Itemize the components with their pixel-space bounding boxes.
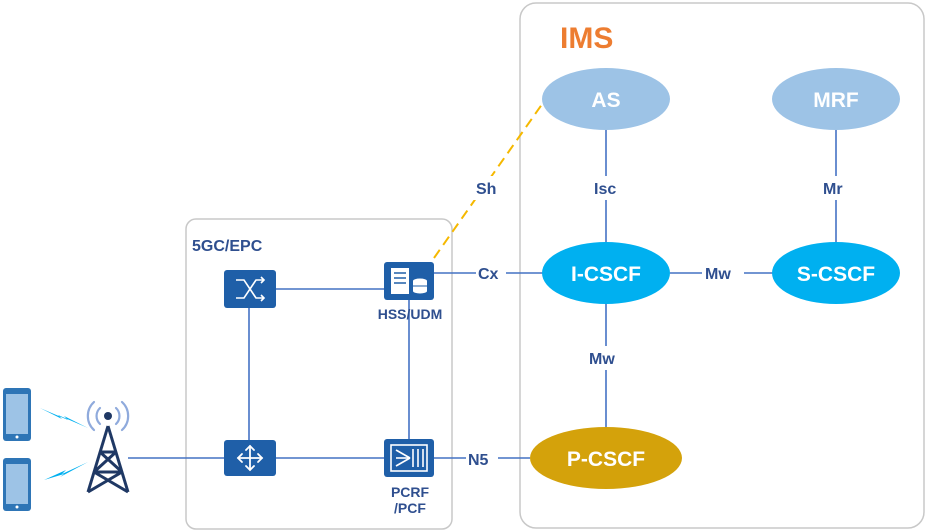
s-cscf-node-label: S-CSCF: [797, 263, 875, 286]
mw-horizontal-label: Mw: [705, 266, 731, 283]
pcrf-label-line2: /PCF: [394, 500, 426, 516]
isc-label: Isc: [594, 181, 616, 198]
phone-icon-bottom: [3, 458, 31, 511]
signal-bolt-icon-top: [40, 408, 88, 428]
gateway-icon: [224, 440, 276, 476]
s-cscf-node: [772, 242, 900, 304]
hss-udm-label: HSS/UDM: [378, 306, 443, 322]
pcrf-label-line1: PCRF: [391, 484, 430, 500]
mme-amf-icon: [224, 270, 276, 308]
mr-label: Mr: [823, 181, 843, 198]
core-container: [185, 218, 453, 530]
as-node-label: AS: [591, 89, 620, 112]
ims-container: [519, 2, 925, 529]
mrf-node-label: MRF: [813, 89, 859, 112]
pcrf-pcf-icon: [384, 439, 434, 477]
mw-vertical-label: Mw: [589, 351, 615, 368]
radio-tower-icon: [86, 412, 130, 494]
p-cscf-node-label: P-CSCF: [567, 448, 645, 471]
radio-waves-icon: [86, 400, 130, 432]
as-node: [542, 68, 670, 130]
n5-label: N5: [468, 452, 489, 469]
ims-title: IMS: [560, 22, 613, 55]
phone-icon-top: [3, 388, 31, 441]
mrf-node: [772, 68, 900, 130]
core-title: 5GC/EPC: [192, 238, 263, 255]
p-cscf-node: [530, 427, 682, 489]
i-cscf-node: [542, 242, 670, 304]
i-cscf-node-label: I-CSCF: [571, 263, 641, 286]
hss-udm-icon: [384, 262, 434, 300]
sh-label: Sh: [476, 181, 496, 198]
cx-label: Cx: [478, 266, 499, 283]
signal-bolt-icon-bottom: [44, 462, 88, 480]
